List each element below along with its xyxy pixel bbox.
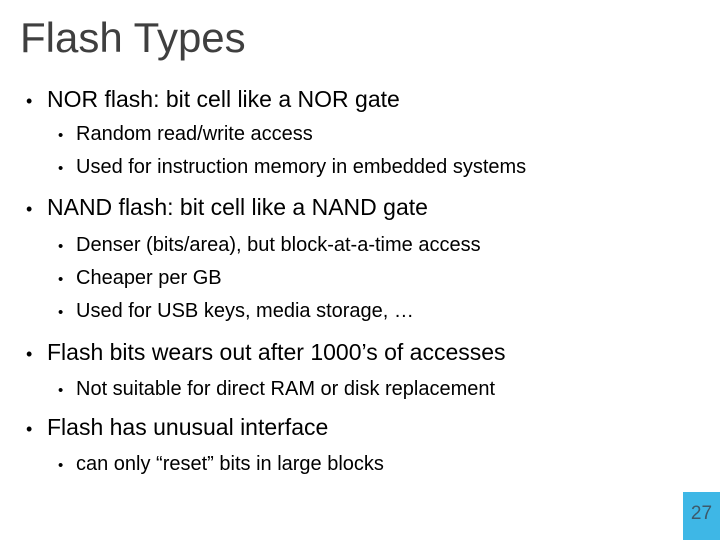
bullet-icon: •	[58, 127, 64, 144]
bullet-text: Denser (bits/area), but block-at-a-time …	[76, 234, 481, 256]
bullet-icon: •	[58, 457, 64, 474]
bullet-icon: •	[58, 160, 64, 177]
bullet-item: • Denser (bits/area), but block-at-a-tim…	[58, 234, 481, 257]
bullet-text: Cheaper per GB	[76, 267, 222, 289]
slide-title: Flash Types	[20, 14, 246, 61]
bullet-icon: •	[26, 91, 33, 111]
bullet-icon: •	[26, 344, 33, 364]
bullet-item: • NOR flash: bit cell like a NOR gate	[26, 86, 400, 113]
bullet-item: • Flash bits wears out after 1000’s of a…	[26, 339, 506, 366]
bullet-item: • NAND flash: bit cell like a NAND gate	[26, 194, 428, 221]
bullet-text: NAND flash: bit cell like a NAND gate	[47, 194, 428, 220]
bullet-item: • can only “reset” bits in large blocks	[58, 453, 384, 476]
bullet-icon: •	[58, 238, 64, 255]
bullet-text: Flash bits wears out after 1000’s of acc…	[47, 339, 506, 365]
bullet-icon: •	[26, 419, 33, 439]
bullet-text: can only “reset” bits in large blocks	[76, 453, 384, 475]
bullet-icon: •	[58, 382, 64, 399]
bullet-icon: •	[58, 271, 64, 288]
page-number: 27	[690, 503, 713, 524]
bullet-text: Used for USB keys, media storage, …	[76, 300, 414, 322]
bullet-text: Random read/write access	[76, 123, 313, 145]
bullet-text: Used for instruction memory in embedded …	[76, 156, 527, 178]
bullet-item: • Not suitable for direct RAM or disk re…	[58, 378, 495, 401]
bullet-text: Not suitable for direct RAM or disk repl…	[76, 378, 496, 400]
bullet-item: • Flash has unusual interface	[26, 414, 328, 441]
bullet-item: • Random read/write access	[58, 123, 313, 146]
bullet-icon: •	[58, 304, 64, 321]
bullet-item: • Cheaper per GB	[58, 267, 222, 290]
bullet-text: NOR flash: bit cell like a NOR gate	[47, 86, 400, 112]
page-number-tab: 27	[683, 492, 720, 540]
bullet-item: • Used for instruction memory in embedde…	[58, 156, 526, 179]
bullet-item: • Used for USB keys, media storage, …	[58, 300, 414, 323]
bullet-text: Flash has unusual interface	[47, 414, 329, 440]
bullet-icon: •	[26, 199, 33, 219]
